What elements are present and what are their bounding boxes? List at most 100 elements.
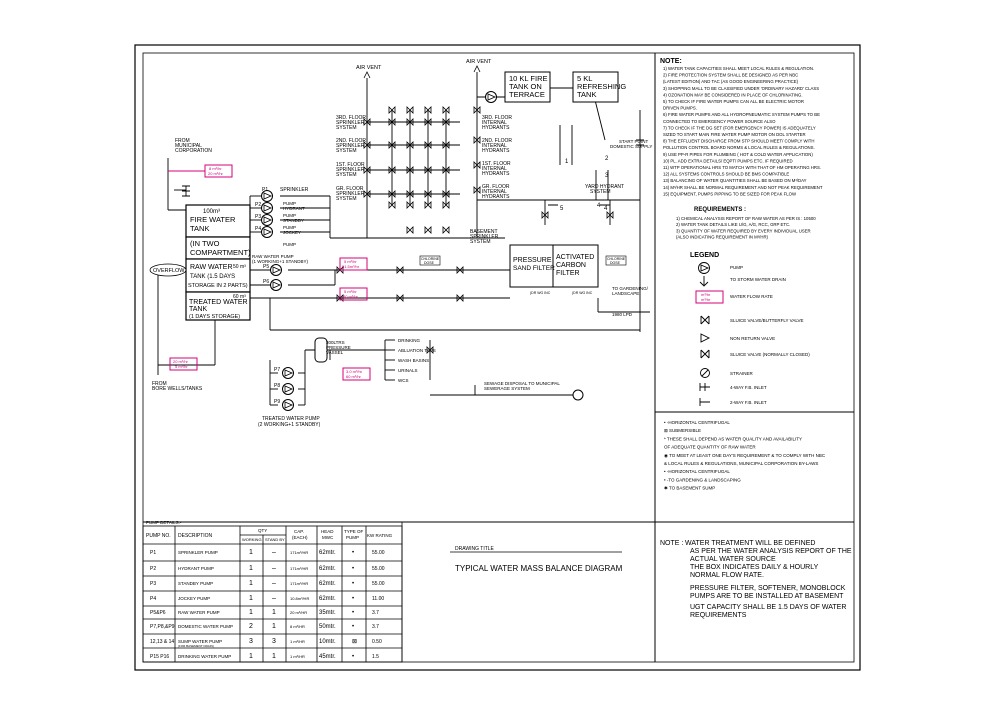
note-line: 9) USE PP-R PIPES FOR PLUMBING ( HOT & C… xyxy=(663,152,813,157)
sprinkler-gr-l2: SPRINKLER xyxy=(336,191,365,197)
sheet-inner-border xyxy=(142,52,855,663)
th-no: PUMP NO. xyxy=(146,533,171,539)
flow2-b: 51.5m³/hr xyxy=(342,264,360,269)
acf-l2: CARBON xyxy=(556,262,586,269)
sewage-outlet xyxy=(572,389,584,401)
bottom-note-line: UGT CAPACITY SHALL BE 1.5 DAYS OF WATER xyxy=(690,604,846,611)
pump-row-type: • xyxy=(352,550,354,556)
treated-pump-l1: TREATED WATER PUMP xyxy=(262,416,320,422)
refreshing-tank-line1: 5 KL xyxy=(577,74,592,83)
legend2-line: OF ADEQUATE QUANTITY OF RAW WATER xyxy=(664,445,756,450)
th-working: WORKING xyxy=(242,537,262,542)
yard-num-4: 4 xyxy=(597,203,601,209)
pump-row-type: ⊠ xyxy=(352,639,357,645)
hydrant-gr-l3: HYDRANTS xyxy=(482,194,510,200)
pump-row-cap: 171m³/HR xyxy=(290,566,308,571)
note-line: 8) THE EFFLUENT DISCHARGE FROM STP SHOUL… xyxy=(663,139,814,144)
legend2-line: & LOCAL RULES & REGULATIONS, MUNICIPAL C… xyxy=(664,461,818,466)
compartment-l2: COMPARTMENT) xyxy=(190,248,251,257)
psf-l2: SAND FILTER xyxy=(513,265,555,272)
pump-row-working: 3 xyxy=(249,638,253,645)
legend-flowbox-a: m³/hr xyxy=(701,292,711,297)
hydrant-1st-l2: INTERNAL xyxy=(482,166,507,172)
note-line: 3) SHOPPING MALL TO BE CLASSIFIED UNDER … xyxy=(663,86,819,91)
legend-flowrate: WATER FLOW RATE xyxy=(730,294,773,299)
from-bore-l2: BORE WELLS/TANKS xyxy=(152,386,203,392)
pump-row-no: P7,P8,&P9 xyxy=(150,624,175,630)
pump-p3-id: P3 xyxy=(255,214,261,220)
legend-sluice: SLUICE VALVE/BUTTERFLY VALVE xyxy=(730,318,804,323)
pump-row-kw: 3.7 xyxy=(372,624,379,630)
pump-p7-id: P7 xyxy=(274,367,280,373)
pump-row-head: 62mtr. xyxy=(319,596,336,602)
pump-row-working: 2 xyxy=(249,623,253,630)
terrace-tank-line2: TANK ON xyxy=(509,82,542,91)
outlet-drinking: DRINKING xyxy=(398,338,421,343)
basement-sprinkler-l2: SPRINKLER xyxy=(470,234,499,240)
activated-carbon-filter xyxy=(552,244,599,288)
pump-p6-id: P6 xyxy=(263,279,269,285)
acf-l3: FILTER xyxy=(556,270,580,277)
hydrant-2nd-l1: 2ND. FLOOR xyxy=(482,138,512,144)
sprinkler-3rd-l2: SPRINKLER xyxy=(336,120,365,126)
basement-sprinkler-l1: BASEMENT xyxy=(470,229,498,235)
flow5-a: 20 m³/hr xyxy=(173,359,189,364)
raw-pump-l1: RAW WATER PUMP xyxy=(252,254,294,259)
bottom-note-line: REQUIREMENTS xyxy=(690,612,747,619)
th-standby: STAND BY xyxy=(265,537,285,542)
bottom-note-line: AS PER THE WATER ANALYSIS REPORT OF THE xyxy=(690,548,852,555)
air-vent-left-label: AIR VENT xyxy=(356,65,382,71)
outlet-wash: WASH BASINS xyxy=(398,358,429,363)
pump-row-cap: 1 m³/HR xyxy=(290,654,305,659)
pump-row-no: P1 xyxy=(150,550,156,556)
backwash-2: (DR WG INC xyxy=(572,291,593,295)
sewage-l2: SEWERAGE SYSTEM xyxy=(484,386,530,391)
note-line: 12) ALL SYSTEMS CONTROLS SHOULD BE BMS C… xyxy=(663,172,789,177)
th-type-1: TYPE OF xyxy=(344,529,364,534)
pump-row-type: • xyxy=(352,596,354,602)
bottom-note-line: PRESSURE FILTER, SOFTENER, MONOBLOCK xyxy=(690,585,846,592)
pump-row-desc: DRINKING WATER PUMP xyxy=(178,654,231,659)
note-line: 2) FIRE PROTECTION SYSTEM SHALL BE DESIG… xyxy=(663,73,798,78)
drawing-title-label: DRAWING TITLE xyxy=(455,546,495,552)
sheet-border xyxy=(134,44,861,671)
sprinkler-gr-l3: SYSTEM xyxy=(336,196,357,202)
note-line: 5) TO CHECK IF FIRE WATER PUMPS CAN ALL … xyxy=(663,99,804,104)
pump-row-cap: 1 m³/HR xyxy=(290,639,305,644)
flow5-b: 5 m³/hr xyxy=(175,364,188,369)
raw-tank-cap: 50 m³ xyxy=(233,264,246,270)
pump-row-desc: DOMESTIC WATER PUMP xyxy=(178,624,233,629)
raw-pump-l2: (1 WORKING+1 STANDBY) xyxy=(252,259,309,264)
note-line: 11) WTP OPERATIONAL HRS TO MATCH WITH TH… xyxy=(663,165,821,170)
bottom-note-line: ACTUAL WATER SOURCE xyxy=(690,556,776,563)
sprinkler-2nd-l1: 2ND. FLOOR xyxy=(336,138,366,144)
flow-rate-boxes xyxy=(168,164,724,381)
terrace-tank-line1: 10 KL FIRE xyxy=(509,74,548,83)
hydrant-1st-l1: 1ST. FLOOR xyxy=(482,161,511,167)
bottom-note-title: NOTE : xyxy=(660,540,683,547)
sprinkler-1st-l2: SPRINKLER xyxy=(336,167,365,173)
note-line: 6) FIRE WATER PUMPS AND ALL HYDROPNEUMAT… xyxy=(663,112,820,117)
pump-row-cap: 171m³/HR xyxy=(290,550,308,555)
legend2-line: • -TO GARDENING & LANDSCAPING xyxy=(664,477,741,482)
pump-row-working: 1 xyxy=(249,565,253,572)
pump-row-type: • xyxy=(352,610,354,616)
compartment-l1: (IN TWO xyxy=(190,239,220,248)
hydrant-3rd-l1: 3RD. FLOOR xyxy=(482,115,512,121)
hydrant-3rd-l2: INTERNAL xyxy=(482,120,507,126)
requirements-list: 1) CHEMICAL ANALYSIS REPORT OF RAW WATER… xyxy=(676,216,816,240)
notes-title: NOTE: xyxy=(660,58,682,65)
pump-row-desc2: (FOR BASEMENT DRAIN) xyxy=(178,644,214,648)
legend-title: LEGEND xyxy=(690,252,719,259)
pump-jockey-l1: PUMP xyxy=(283,225,296,230)
pump-row-standby: 1 xyxy=(272,609,276,616)
flow3-a: 5 m³/hr xyxy=(344,289,357,294)
pump-row-kw: 3.7 xyxy=(372,610,379,616)
pump-row-standby: 1 xyxy=(272,653,276,660)
pump-row-head: 10mtr. xyxy=(319,639,336,645)
pump-p4-id: P4 xyxy=(255,226,261,232)
legend2-line: • -HORIZONTAL CENTRIFUGAL xyxy=(664,420,730,425)
hydrant-2nd-l2: INTERNAL xyxy=(482,143,507,149)
terrace-tank-line3: TERRACE xyxy=(509,90,545,99)
